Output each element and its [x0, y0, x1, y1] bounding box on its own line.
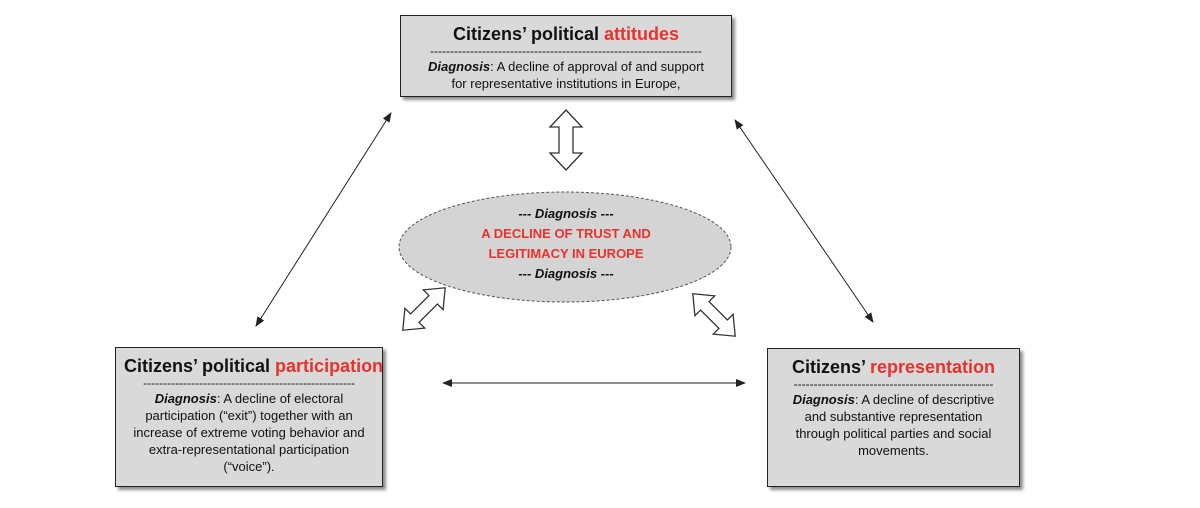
block-arrow-right [692, 293, 736, 337]
attitudes-text-line2: for representative institutions in Europ… [451, 76, 681, 91]
representation-diagnosis: Diagnosis: A decline of descriptive and … [776, 391, 1011, 459]
attitudes-separator: ----------------------------------------… [430, 46, 702, 56]
representation-text-line4: movements. [858, 443, 929, 458]
representation-text-line3: through political parties and social [795, 426, 992, 441]
representation-text-line2: and substantive representation [804, 409, 983, 424]
block-arrow-top [548, 109, 584, 171]
center-text: --- Diagnosis --- A DECLINE OF TRUST AND… [430, 204, 702, 284]
representation-title: Citizens’ representation [776, 355, 1011, 379]
participation-text-line2: participation (“exit”) together with an [145, 408, 353, 423]
participation-text-line5: (“voice”). [223, 459, 275, 474]
attitudes-text-line1: : A decline of approval of and support [490, 59, 705, 74]
participation-text-line1: : A decline of electoral [216, 391, 344, 406]
connector-attitudes-representation [734, 119, 874, 323]
participation-diagnosis: Diagnosis: A decline of electoral partic… [124, 390, 374, 475]
attitudes-box: Citizens’ political attitudes ----------… [400, 15, 732, 97]
center-diagnosis-top: --- Diagnosis --- [518, 206, 614, 221]
participation-text-line3: increase of extreme voting behavior and [133, 425, 365, 440]
participation-separator: ----------------------------------------… [143, 378, 355, 388]
block-arrow-left [402, 287, 446, 331]
center-headline-line2: LEGITIMACY IN EUROPE [488, 246, 644, 261]
representation-separator: ----------------------------------------… [793, 379, 994, 389]
attitudes-title-prefix: Citizens’ political [452, 24, 599, 44]
participation-text-line4: extra-representational participation [148, 442, 350, 457]
center-headline-line1: A DECLINE OF TRUST AND [481, 226, 651, 241]
attitudes-diagnosis: Diagnosis: A decline of approval of and … [409, 58, 723, 92]
participation-title: Citizens’ political participation [124, 354, 383, 378]
representation-text-line1: : A decline of descriptive [854, 392, 995, 407]
attitudes-title: Citizens’ political attitudes [409, 22, 723, 46]
center-ellipse [398, 191, 732, 303]
representation-box: Citizens’ representation ---------------… [767, 348, 1020, 487]
connector-attitudes-participation [255, 112, 392, 327]
participation-title-accent: participation [275, 356, 384, 376]
attitudes-title-accent: attitudes [604, 24, 680, 44]
representation-title-prefix: Citizens’ [791, 357, 865, 377]
representation-title-accent: representation [870, 357, 996, 377]
attitudes-diagnosis-label: Diagnosis [427, 59, 491, 74]
participation-diagnosis-label: Diagnosis [154, 391, 217, 406]
representation-diagnosis-label: Diagnosis [792, 392, 855, 407]
center-diagnosis-bottom: --- Diagnosis --- [518, 266, 614, 281]
participation-title-prefix: Citizens’ political [124, 356, 271, 376]
participation-box: Citizens’ political participation ------… [115, 347, 383, 487]
